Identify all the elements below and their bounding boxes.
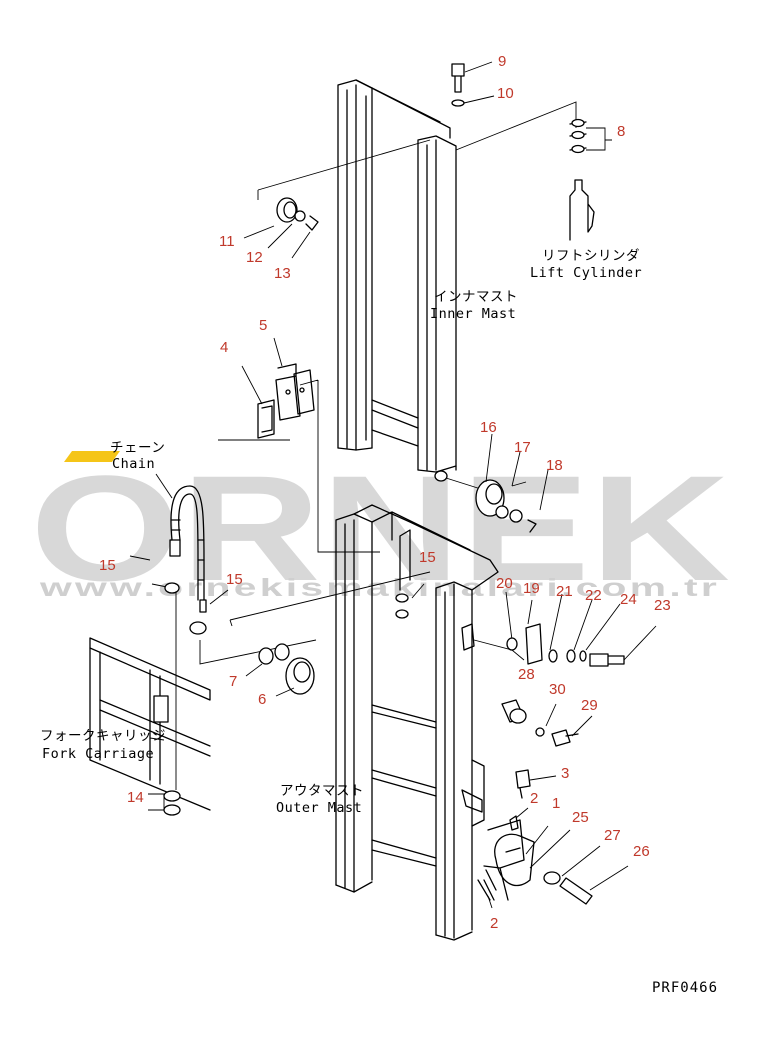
label-fork-carriage-jp: フォークキャリッジ [40, 728, 166, 744]
bolt-29-30 [501, 699, 593, 747]
part-number-24: 24 [620, 591, 637, 608]
part-number-6: 6 [258, 691, 266, 708]
label-fork-carriage-en: Fork Carriage [42, 746, 154, 762]
part-number-3: 3 [561, 765, 569, 782]
part-number-23: 23 [654, 597, 671, 614]
part-number-1: 1 [552, 795, 560, 812]
part-number-29: 29 [581, 697, 598, 714]
part-number-7: 7 [229, 673, 237, 690]
inner-mast [337, 79, 577, 482]
part-number-15-a: 15 [99, 557, 116, 574]
watermark-logo-accent [64, 451, 120, 462]
label-chain-en: Chain [112, 456, 155, 472]
roller-16 [445, 433, 549, 533]
part-number-22: 22 [585, 587, 602, 604]
part-number-26: 26 [633, 843, 650, 860]
outer-mast [299, 379, 525, 941]
label-chain-jp: チェーン [110, 440, 165, 456]
part-number-16: 16 [480, 419, 497, 436]
label-outer-mast-jp: アウタマスト [280, 783, 364, 799]
bolt-9 [451, 61, 495, 107]
label-inner-mast-jp: インナマスト [434, 289, 518, 305]
part-number-15-b: 15 [226, 571, 243, 588]
part-number-30: 30 [549, 681, 566, 698]
roller-6 [245, 643, 315, 697]
label-lift-cylinder-en: Lift Cylinder [530, 265, 642, 281]
part-number-27: 27 [604, 827, 621, 844]
part-number-20: 20 [496, 575, 513, 592]
part-number-11: 11 [219, 233, 235, 250]
side-roller-19-24 [461, 591, 657, 667]
label-inner-mast-en: Inner Mast [430, 306, 516, 322]
fitting-3 [515, 769, 557, 799]
roller-11 [243, 139, 431, 259]
part-number-25: 25 [572, 809, 589, 826]
fork-carriage [89, 637, 211, 816]
drawing-code: PRF0466 [652, 980, 718, 996]
bracket-15 [199, 529, 431, 665]
label-outer-mast-en: Outer Mast [276, 800, 362, 816]
part-numbers: 9 10 8 11 12 13 5 4 16 17 18 15 15 15 20… [99, 53, 671, 932]
part-number-14: 14 [127, 789, 144, 806]
part-number-13: 13 [274, 265, 291, 282]
part-number-19: 19 [523, 580, 540, 597]
part-number-12: 12 [246, 249, 263, 266]
part-number-10: 10 [497, 85, 514, 102]
chain [151, 473, 229, 760]
part-number-15-c: 15 [419, 549, 436, 566]
part-number-17: 17 [514, 439, 531, 456]
part-number-21: 21 [556, 583, 573, 600]
part-number-8: 8 [617, 123, 625, 140]
part-number-18: 18 [546, 457, 563, 474]
clamp-1-25 [483, 807, 629, 909]
part-number-4: 4 [220, 339, 228, 356]
part-number-2-a: 2 [530, 790, 538, 807]
part-number-5: 5 [259, 317, 267, 334]
part-number-28: 28 [518, 666, 535, 683]
watermark-url: www.ornekismakinalari.com.tr [38, 574, 720, 602]
part-number-2-b: 2 [490, 915, 498, 932]
shims-4-5 [241, 337, 315, 439]
lift-cylinder [569, 118, 612, 241]
component-labels: チェーン Chain リフトシリンダ Lift Cylinder インナマスト … [40, 248, 642, 816]
part-number-9: 9 [498, 53, 506, 70]
label-lift-cylinder-jp: リフトシリンダ [542, 248, 640, 264]
watermark: ORNEK www.ornekismakinalari.com.tr [30, 444, 730, 612]
